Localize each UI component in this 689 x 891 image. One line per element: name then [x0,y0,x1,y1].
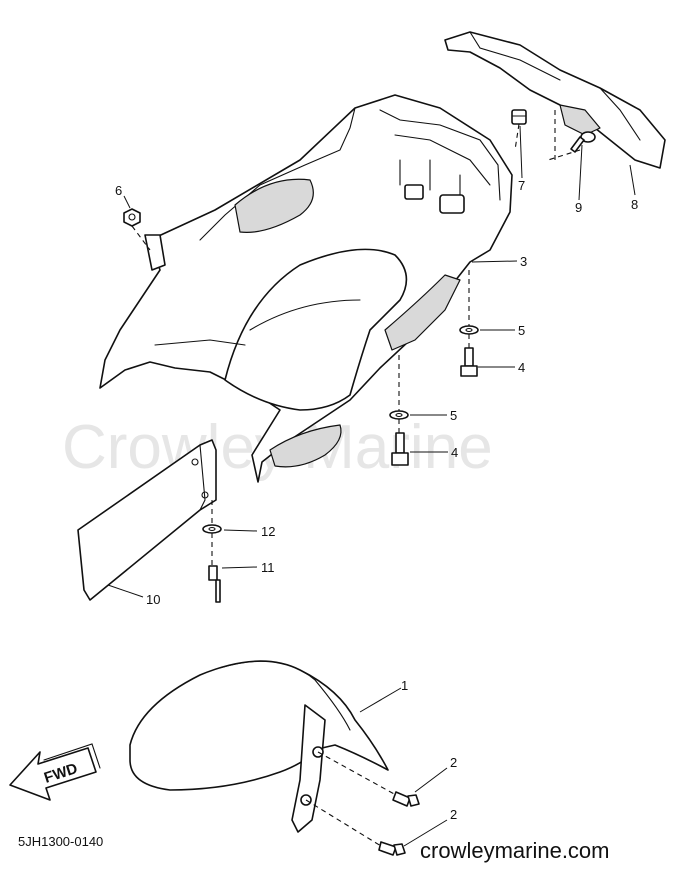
assembly-line-7-8-9 [514,110,581,161]
leader-10 [107,584,144,598]
callout-4b: 4 [451,445,458,460]
assembly-line-fender-bolts [305,751,397,847]
callout-5a: 5 [518,323,525,338]
part-5-washer-upper[interactable] [459,325,479,335]
part-5-washer-lower[interactable] [389,410,409,420]
part-4-bolt-upper[interactable] [460,347,478,377]
leader-8 [629,164,636,196]
part-7-clip-nut[interactable] [511,109,527,125]
leader-6 [123,195,131,209]
part-3-rear-cover[interactable] [99,94,513,483]
callout-1: 1 [401,678,408,693]
callout-4a: 4 [518,360,525,375]
leader-2a [414,767,448,793]
diagram-code: 5JH1300-0140 [18,834,104,849]
assembly-line-6 [131,225,151,251]
part-12-washer[interactable] [202,524,222,534]
callout-12: 12 [261,524,275,539]
part-11-rivet[interactable] [208,565,221,603]
part-10-plate-bracket[interactable] [77,439,217,601]
leader-9 [578,144,583,201]
leader-7 [519,125,523,179]
fwd-direction-arrow: FWD [9,743,101,801]
leader-11 [221,566,258,569]
callout-11: 11 [261,560,275,575]
part-9-screw[interactable] [570,131,596,153]
leader-12 [223,529,258,532]
leader-1 [359,687,402,713]
callout-8: 8 [631,197,638,212]
callout-5b: 5 [450,408,457,423]
callout-7: 7 [518,178,525,193]
part-4-bolt-lower[interactable] [391,432,409,466]
part-1-front-fender[interactable] [129,660,389,833]
callout-6: 6 [115,183,122,198]
leader-3 [471,260,518,263]
part-2-bolt-lower[interactable] [378,841,406,856]
callout-3: 3 [520,254,527,269]
callout-2b: 2 [450,807,457,822]
callout-9: 9 [575,200,582,215]
part-2-bolt-upper[interactable] [392,791,420,807]
callout-10: 10 [146,592,160,607]
leader-2b [403,819,448,847]
site-footer-link[interactable]: crowleymarine.com [420,838,610,863]
part-6-nut[interactable] [123,208,141,227]
callout-2a: 2 [450,755,457,770]
part-8-top-cover[interactable] [444,31,666,169]
